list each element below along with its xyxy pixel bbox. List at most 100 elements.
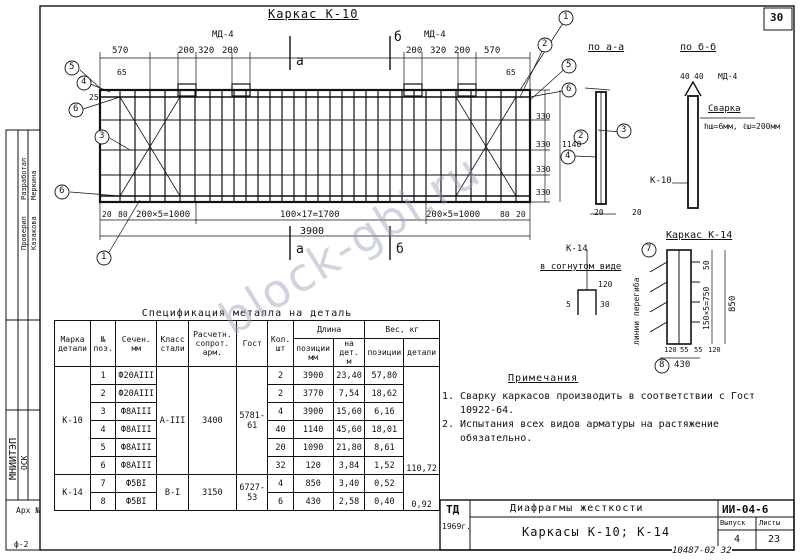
cell: 32 xyxy=(267,456,294,475)
cell: 8 xyxy=(90,492,117,511)
k14-dim-bottom-3: 55 xyxy=(694,346,703,354)
cell: 120 xyxy=(292,456,334,475)
name-2: Меркина xyxy=(30,170,38,200)
mark-2-section: 2 xyxy=(578,131,584,141)
mark-7: 7 xyxy=(646,244,652,254)
table-row: 2 Ф20АIII 2 3770 7,54 18,62 xyxy=(55,384,440,403)
cell: 4 xyxy=(267,402,294,421)
k14-resist: 3150 xyxy=(187,474,238,511)
mark-1: 1 xyxy=(101,252,107,262)
mark-2: 2 xyxy=(542,39,548,49)
k14-title: Каркас К-14 xyxy=(666,230,733,241)
frame-title: Каркас К-10 xyxy=(268,7,359,21)
mark-4-left: 4 xyxy=(81,77,87,87)
hdr-weight: Вес, кг xyxy=(364,320,440,339)
k14-dim-bottom-1: 120 xyxy=(664,346,677,354)
k14-dim-430: 430 xyxy=(674,360,691,370)
dim-top-1: 570 xyxy=(112,46,129,56)
cell: Ф8АIII xyxy=(115,456,158,475)
cell: Ф8АIII xyxy=(115,438,158,457)
name-1: Казакова xyxy=(30,216,38,250)
cell: 0,52 xyxy=(364,474,405,493)
cell: 57,80 xyxy=(364,366,405,385)
hdr-resist: Расчетн. сопрот. арм. xyxy=(187,320,238,367)
dim-height: 1140 xyxy=(562,140,582,149)
cell: 40 xyxy=(267,420,294,439)
footer-number: 10487-02 32 xyxy=(672,546,732,556)
dim-top-4: 200 xyxy=(222,46,239,56)
dim-top-2: 200 xyxy=(178,46,195,56)
table-row: 5 Ф8АIII 20 1090 21,80 8,61 xyxy=(55,438,440,457)
dim-small-25: 25 xyxy=(89,93,99,102)
cell: 7,54 xyxy=(332,384,366,403)
k14-dim-bottom-4: 120 xyxy=(708,346,721,354)
cell: 15,60 xyxy=(332,402,366,421)
md-label-left: МД-4 xyxy=(212,30,234,40)
k14-dim-750: 150×5=750 xyxy=(702,286,711,330)
stamp-title2: Каркасы К-10; К-14 xyxy=(522,525,671,539)
k10-total: 110,72 xyxy=(403,366,440,475)
bent-dim-30: 30 xyxy=(600,300,610,309)
k14-dim-50: 50 xyxy=(702,260,711,270)
cut-a-bottom: а xyxy=(296,242,304,257)
cell: 6,16 xyxy=(364,402,405,421)
k14-bent-label: К-14 xyxy=(566,244,588,254)
cell: 2 xyxy=(267,384,294,403)
stamp-issue-label: Выпуск xyxy=(720,519,746,527)
cell: 1140 xyxy=(292,420,334,439)
hdr-len-pos: позиции мм xyxy=(292,338,334,367)
stamp-year: 1969г. xyxy=(442,522,471,531)
hdr-len-det: на дет. м xyxy=(332,338,366,367)
role-2: Разработал xyxy=(20,157,28,200)
cell: 2 xyxy=(90,384,117,403)
osk-label: ОСК xyxy=(20,455,29,470)
cell: 430 xyxy=(292,492,334,511)
table-row: 3 Ф8АIII 4 3900 15,60 6,16 xyxy=(55,402,440,421)
hdr-qty: Кол. шт xyxy=(267,320,294,367)
k10-ref: К-10 xyxy=(650,176,672,186)
cell: Ф8АIII xyxy=(115,402,158,421)
bend-lines-label: линии перегиба xyxy=(632,277,641,345)
mark-5-left: 5 xyxy=(69,62,75,72)
hdr-length: Длина xyxy=(292,320,366,339)
dim-bottom-20-right: 20 xyxy=(516,210,526,219)
dim-top-5: 200 xyxy=(406,46,423,56)
dim-bottom-20-left: 20 xyxy=(102,210,112,219)
mark-6-right: 6 xyxy=(566,84,572,94)
cell: 45,60 xyxy=(332,420,366,439)
bent-dim-5: 5 xyxy=(566,300,571,309)
dim-bottom-middle-span: 100×17=1700 xyxy=(280,210,340,220)
cell: 3770 xyxy=(292,384,334,403)
mark-6-top: 6 xyxy=(73,104,79,114)
section-a-title: по а-а xyxy=(588,42,625,53)
cut-b-bottom: б xyxy=(396,242,404,257)
k14-mark: К-14 xyxy=(53,474,92,511)
cell: 21,80 xyxy=(332,438,366,457)
hdr-mark: Марка детали xyxy=(53,320,92,367)
table-row: 6 Ф8АIII 32 120 3,84 1,52 xyxy=(55,456,440,475)
stamp-code: ИИ-04-6 xyxy=(722,503,769,516)
cell: 1090 xyxy=(292,438,334,457)
k14-total: 0,92 xyxy=(403,474,440,511)
notes-block: Примечания Сварку каркасов производить в… xyxy=(446,372,786,446)
cell: 1,52 xyxy=(364,456,405,475)
k14-dim-bottom-2: 55 xyxy=(680,346,689,354)
mark-3: 3 xyxy=(99,131,105,141)
cell: Ф5ВI xyxy=(115,474,158,493)
weld-params: hш=6мм, ℓш=200мм xyxy=(704,122,781,131)
dim-bottom-left-span: 200×5=1000 xyxy=(136,210,191,220)
md-label-right: МД-4 xyxy=(424,30,446,40)
cell: Ф5ВI xyxy=(115,492,158,511)
cell: 6 xyxy=(267,492,294,511)
cell: 850 xyxy=(292,474,334,493)
dim-bottom-80-right: 80 xyxy=(500,210,510,219)
note-2: Испытания всех видов арматуры на растяже… xyxy=(460,418,786,446)
k10-gost: 5781-61 xyxy=(236,366,269,475)
cell: 3,84 xyxy=(332,456,366,475)
cut-b-top: б xyxy=(394,30,402,45)
md-label-section: МД-4 xyxy=(718,72,738,81)
dim-right-330-2: 330 xyxy=(536,140,551,149)
hdr-section: Сечен. мм xyxy=(115,320,158,367)
dim-right-330-3: 330 xyxy=(536,165,551,174)
